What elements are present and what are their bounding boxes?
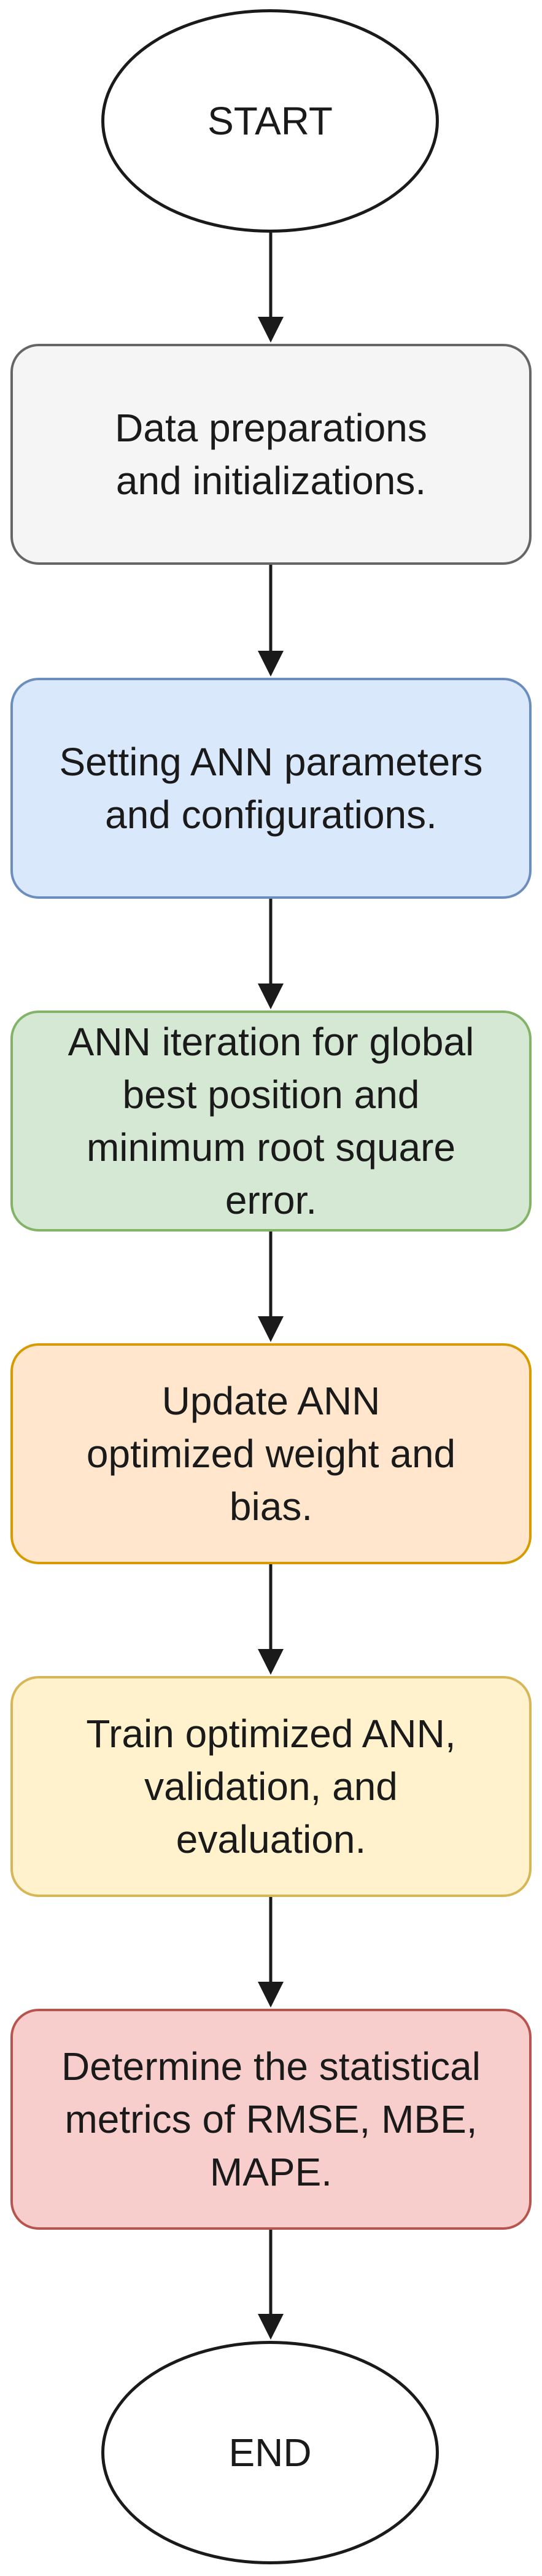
step-label: Data preparations and initializations. [115,406,427,503]
arrowhead-icon [258,317,284,343]
step-label: Update ANN optimized weight and bias. [86,1379,456,1529]
step-train-validate: Train optimized ANN, validation, and eva… [10,1676,532,1897]
step-ann-iteration: ANN iteration for global best position a… [10,1011,532,1232]
arrowhead-icon [258,983,284,1009]
end-label: END [228,2431,312,2475]
step-label: Train optimized ANN, validation, and eva… [86,1712,456,1861]
step-ann-parameters: Setting ANN parameters and configuration… [10,678,532,899]
arrowhead-icon [258,1649,284,1675]
step-label: Determine the statistical metrics of RMS… [61,2044,481,2194]
end-node: END [101,2341,439,2564]
start-node: START [101,9,439,233]
start-label: START [207,99,333,143]
arrowhead-icon [258,2314,284,2340]
arrowhead-icon [258,1982,284,2008]
step-label: Setting ANN parameters and configuration… [59,740,483,837]
step-label: ANN iteration for global best position a… [68,1020,474,1222]
arrowhead-icon [258,651,284,677]
step-data-preparation: Data preparations and initializations. [10,344,532,565]
arrowhead-icon [258,1316,284,1342]
step-update-weights: Update ANN optimized weight and bias. [10,1343,532,1564]
step-statistical-metrics: Determine the statistical metrics of RMS… [10,2009,532,2230]
